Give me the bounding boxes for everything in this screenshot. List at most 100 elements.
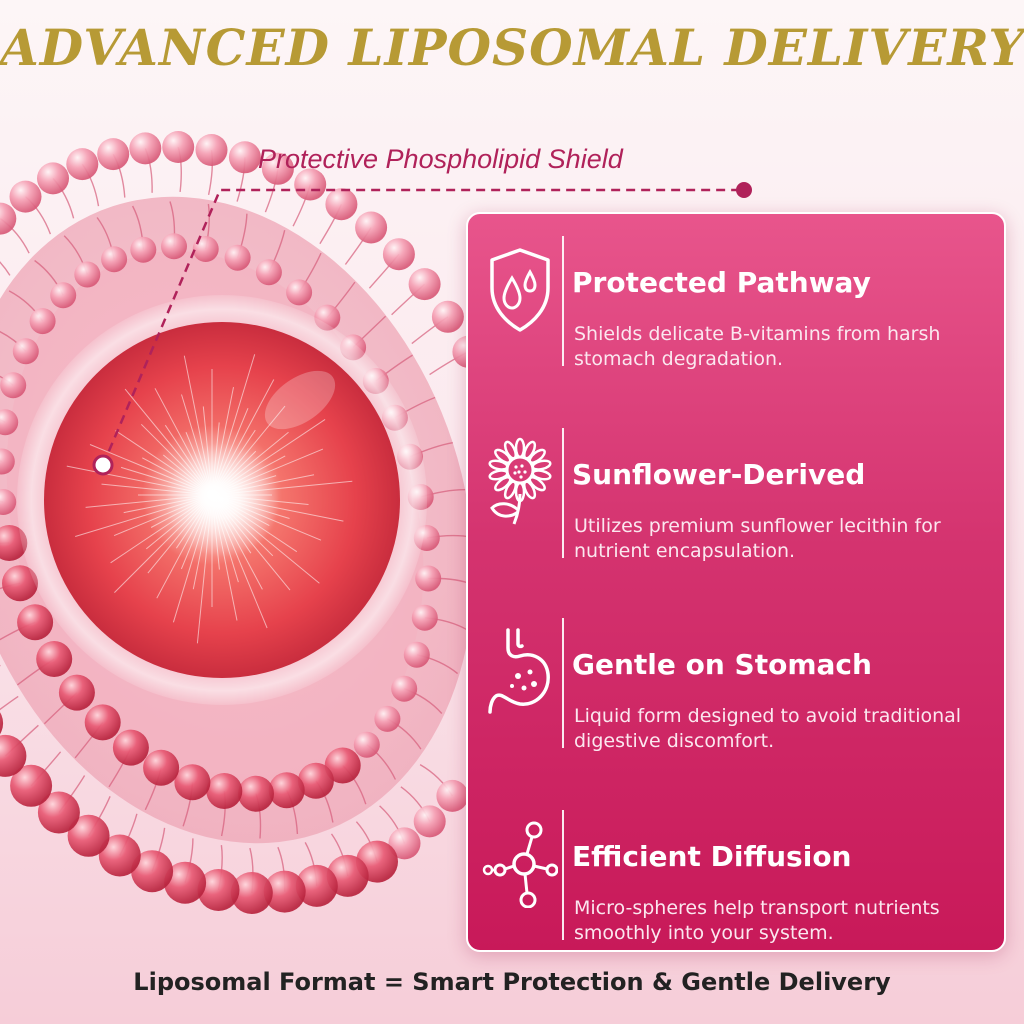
phospholipid-head (197, 869, 240, 911)
phospholipid-head (143, 749, 180, 786)
phospholipid-head (195, 134, 228, 166)
feature-description: Utilizes premium sunflower lecithin for … (574, 515, 941, 562)
glowing-core (17, 295, 427, 705)
feature-item: Sunflower-Derived Utilizes premium sunfl… (468, 428, 1008, 568)
phospholipid-head (286, 279, 313, 306)
phospholipid-head (164, 861, 207, 904)
phospholipid-head (413, 805, 446, 838)
features-panel: Protected Pathway Shields delicate B-vit… (466, 212, 1006, 952)
feature-item: Protected Pathway Shields delicate B-vit… (468, 236, 1008, 376)
phospholipid-head (192, 236, 219, 262)
feature-title: Protected Pathway (572, 266, 871, 299)
sunflower-icon (488, 437, 552, 525)
phospholipid-head (324, 747, 361, 784)
phospholipid-head (206, 773, 243, 809)
page-title: ADVANCED LIPOSOMAL DELIVERY (0, 18, 1024, 77)
phospholipid-head (37, 791, 80, 834)
shield-droplets-icon (490, 248, 550, 332)
lipid-tail (0, 695, 19, 711)
phospholipid-head (129, 132, 162, 165)
phospholipid-head (37, 162, 69, 195)
phospholipid-head (294, 168, 327, 201)
feature-description: Liquid form designed to avoid traditiona… (574, 705, 962, 752)
phospholipid-head (355, 211, 388, 244)
phospholipid-head (17, 604, 54, 641)
glass-highlight (264, 370, 336, 430)
phospholipid-head (382, 238, 415, 271)
phospholipid-head (268, 772, 305, 809)
phospholipid-head (0, 489, 17, 515)
phospholipid-head (0, 372, 27, 399)
phospholipid-head (2, 565, 38, 602)
callout-label: Protective Phospholipid Shield (258, 144, 623, 174)
phospholipid-head (112, 729, 149, 766)
phospholipid-head (130, 236, 157, 263)
phospholipid-head (29, 308, 56, 335)
molecule-icon (482, 821, 558, 908)
phospholipid-head (58, 674, 95, 711)
phospholipid-head (0, 202, 17, 235)
stomach-icon (488, 628, 550, 714)
lipid-tail (0, 261, 11, 276)
callout-start-dot (92, 454, 114, 476)
footer-tagline: Liposomal Format = Smart Protection & Ge… (133, 968, 891, 996)
phospholipid-head (238, 775, 274, 812)
feature-item: Efficient Diffusion Micro-spheres help t… (468, 810, 1008, 950)
phospholipid-head (0, 409, 19, 436)
feature-divider (562, 236, 564, 366)
callout-end-dot (736, 182, 752, 198)
phospholipid-head (67, 814, 110, 857)
phospholipid-head (174, 764, 211, 801)
callout-dashed-line (101, 188, 744, 466)
phospholipid-head (391, 675, 418, 702)
phospholipid-head (162, 131, 195, 163)
phospholipid-head (36, 641, 73, 677)
callout-pointer (92, 182, 752, 476)
phospholipid-head (161, 233, 187, 260)
feature-description: Shields delicate B-vitamins from harsh s… (574, 323, 941, 370)
phospholipid-head (0, 448, 15, 475)
phospholipid-head (131, 850, 174, 893)
phospholipid-head (84, 704, 121, 741)
phospholipid-head (50, 282, 77, 309)
feature-title: Gentle on Stomach (572, 648, 872, 681)
phospholipid-head (261, 152, 294, 185)
petal (514, 437, 526, 459)
phospholipid-head (263, 870, 306, 913)
phospholipid-head (66, 148, 99, 181)
core-glow (142, 425, 282, 565)
phospholipid-head (255, 259, 282, 286)
phospholipid-head (97, 138, 130, 171)
feature-divider (562, 810, 564, 940)
phospholipid-head (0, 734, 27, 777)
feature-title: Efficient Diffusion (572, 840, 852, 873)
phospholipid-head (325, 188, 358, 221)
phospholipid-head (353, 731, 380, 758)
phospholipid-head (74, 261, 101, 288)
feature-description: Micro-spheres help transport nutrients s… (574, 897, 940, 944)
phospholipid-head (98, 834, 141, 877)
phospholipid-head (436, 779, 469, 812)
phospholipid-head (101, 246, 128, 273)
phospholipid-head (0, 712, 4, 735)
phospholipid-head (230, 872, 273, 914)
phospholipid-head (10, 764, 53, 807)
phospholipid-head (12, 338, 39, 365)
phospholipid-head (224, 244, 251, 271)
phospholipid-head (415, 565, 442, 592)
feature-item: Gentle on Stomach Liquid form designed t… (468, 618, 1008, 758)
feature-divider (562, 618, 564, 748)
phospholipid-head (411, 604, 438, 631)
phospholipid-head (9, 180, 42, 213)
phospholipid-head (431, 300, 464, 333)
phospholipid-head (408, 268, 441, 301)
phospholipid-head (388, 827, 421, 860)
phospholipid-head (374, 705, 401, 732)
phospholipid-head (403, 641, 430, 668)
feature-divider (562, 428, 564, 558)
phospholipid-head (295, 864, 338, 907)
feature-title: Sunflower-Derived (572, 458, 866, 491)
phospholipid-head (228, 141, 261, 174)
phospholipid-head (297, 762, 334, 799)
